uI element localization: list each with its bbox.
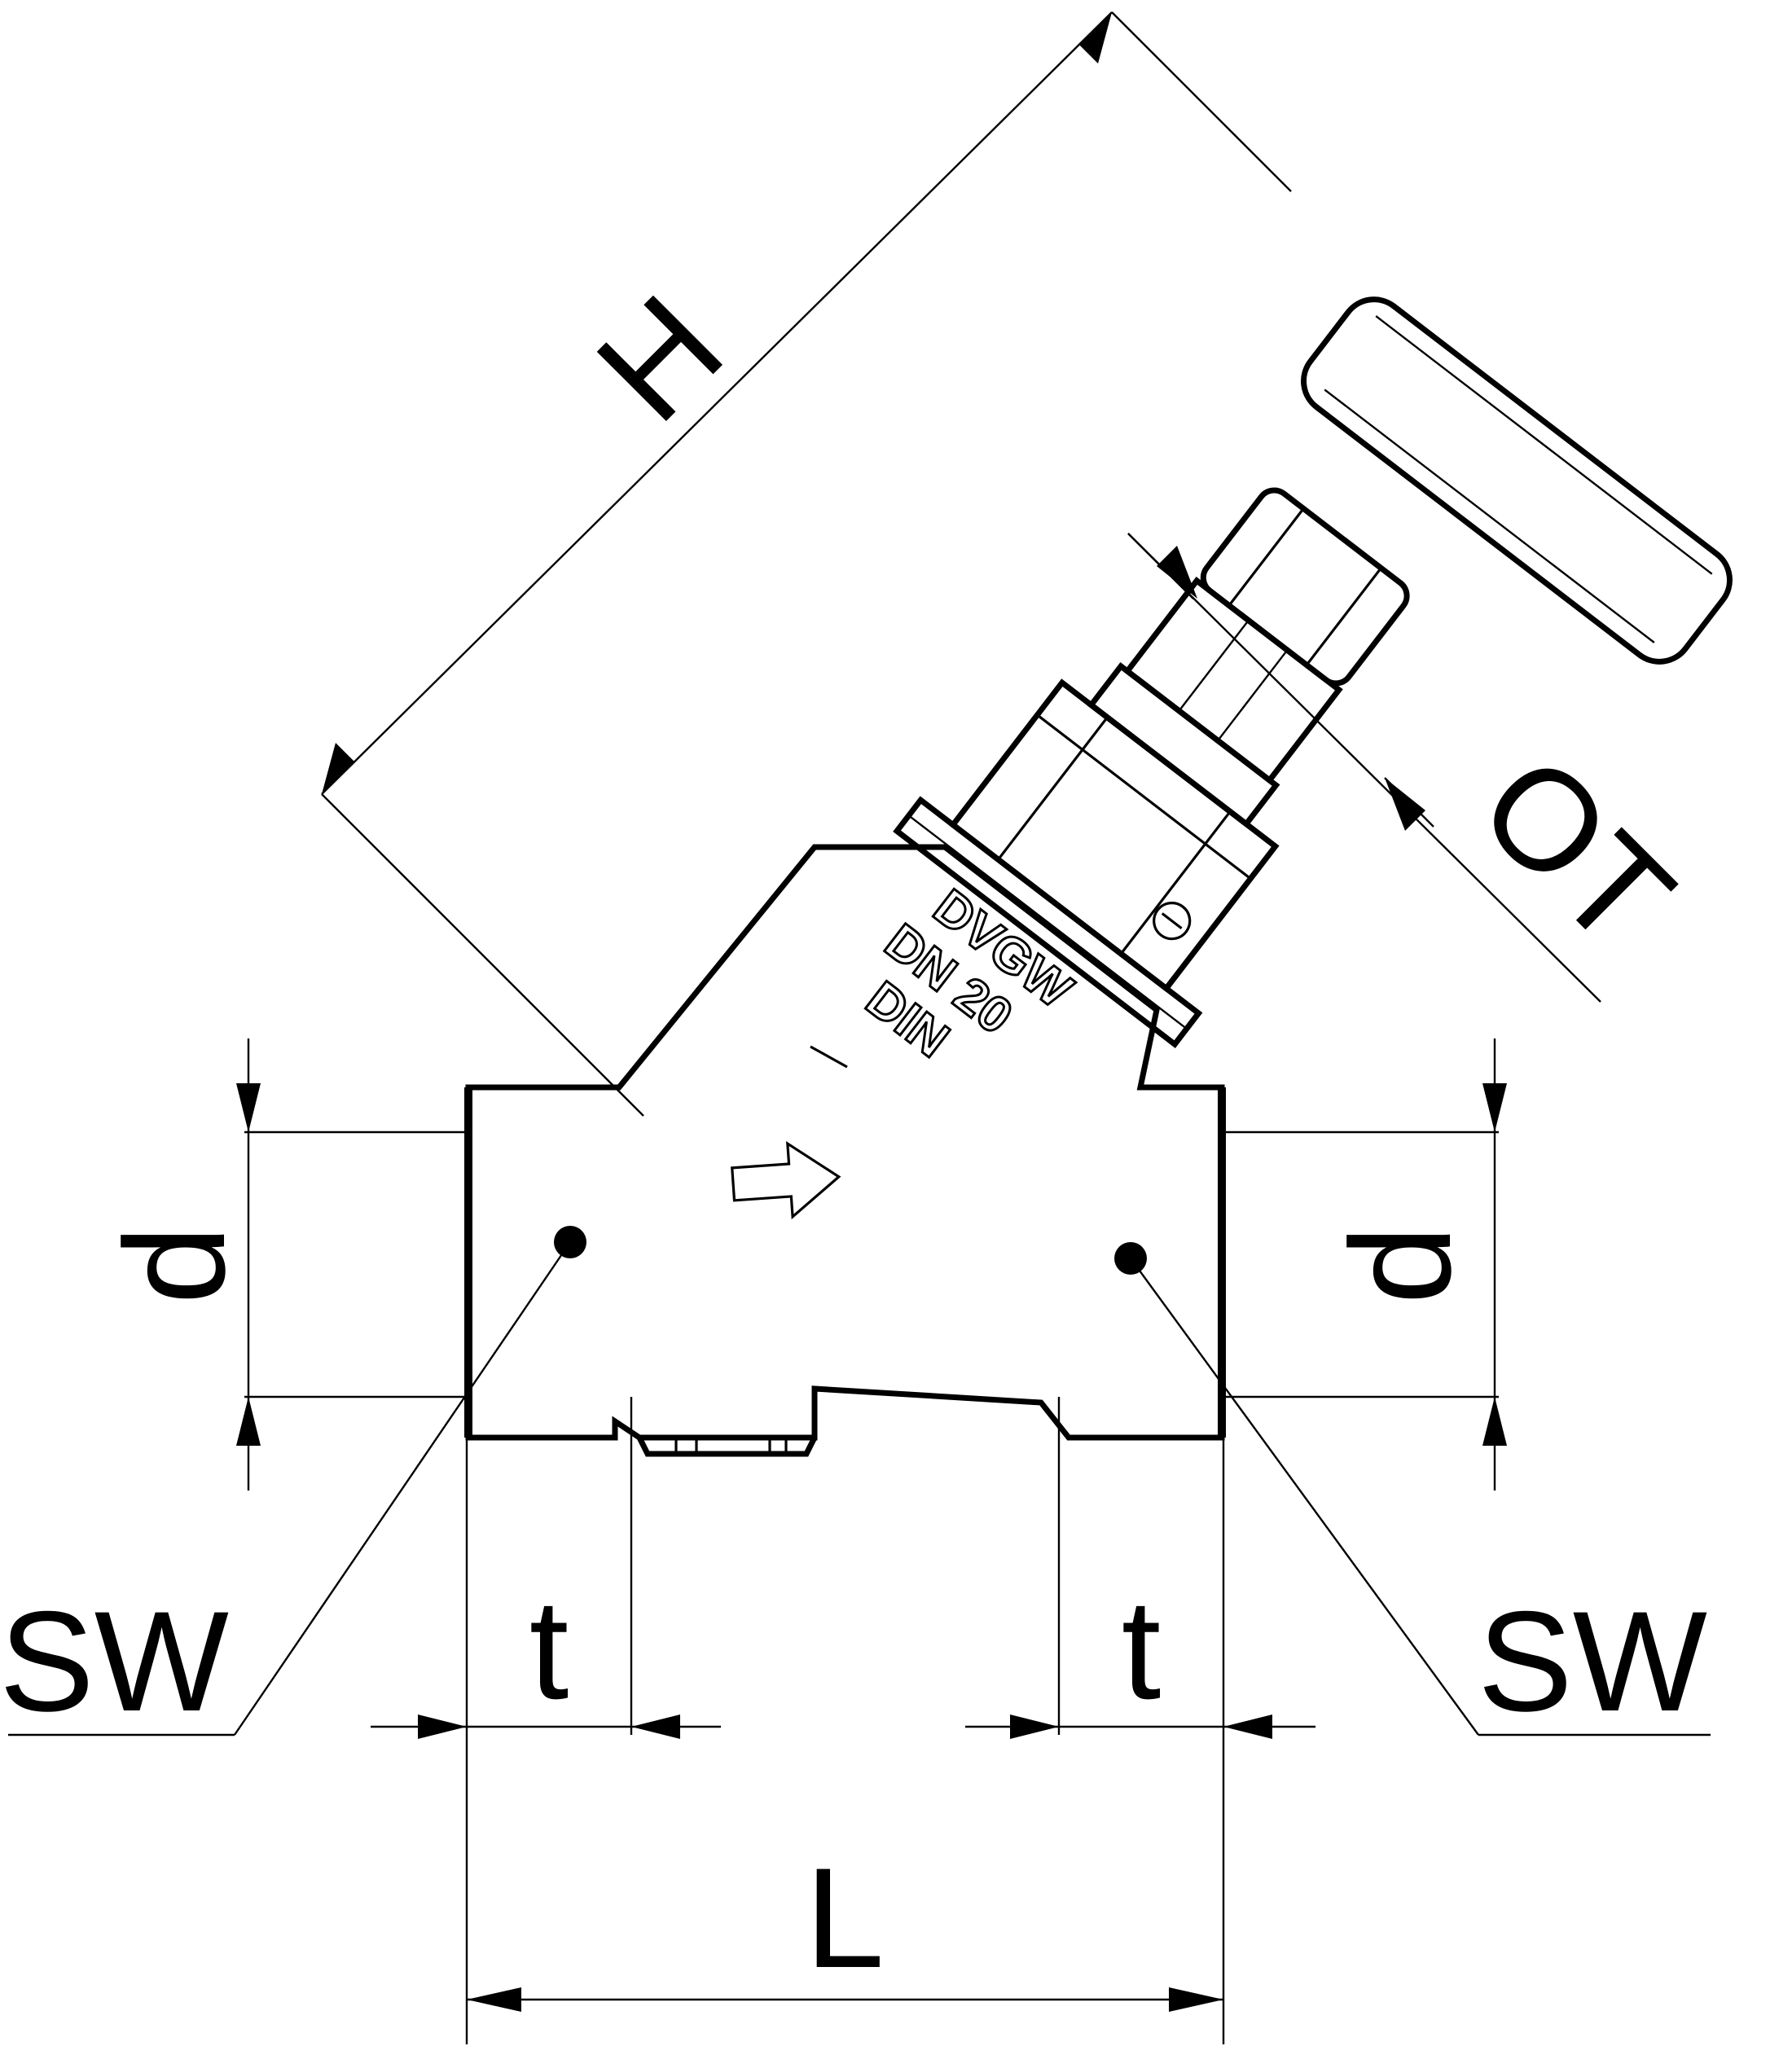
valve-stem-assembly — [893, 487, 1410, 1049]
flow-direction-arrow-icon — [731, 1140, 841, 1220]
dimension-length: L — [467, 1839, 1223, 2012]
label-height: H — [568, 266, 753, 451]
dimension-wrench-right: SW — [1130, 1258, 1711, 1741]
dimension-operating-travel: OT — [1127, 533, 1702, 1003]
label-wrench-left: SW — [0, 1583, 229, 1741]
label-operating-travel: OT — [1450, 725, 1702, 977]
label-wrench-right: SW — [1478, 1583, 1707, 1741]
dimension-insertion-left: t — [371, 1397, 721, 2044]
handwheel — [1301, 296, 1733, 665]
dimension-wrench-left: SW — [0, 1241, 571, 1741]
dimension-insertion-right: t — [965, 1397, 1315, 2044]
valve-body: DVGW DN 20 DIN — [464, 844, 1226, 1457]
label-diameter-left: d — [96, 1225, 255, 1304]
label-length: L — [805, 1839, 884, 1998]
label-insertion-left: t — [529, 1570, 569, 1729]
label-diameter-right: d — [1322, 1225, 1481, 1304]
dimension-diameter-right: d — [1222, 1038, 1507, 1491]
label-insertion-right: t — [1122, 1570, 1162, 1729]
dimension-height: H — [321, 11, 1292, 1117]
dimension-diameter-left: d — [96, 1038, 468, 1491]
